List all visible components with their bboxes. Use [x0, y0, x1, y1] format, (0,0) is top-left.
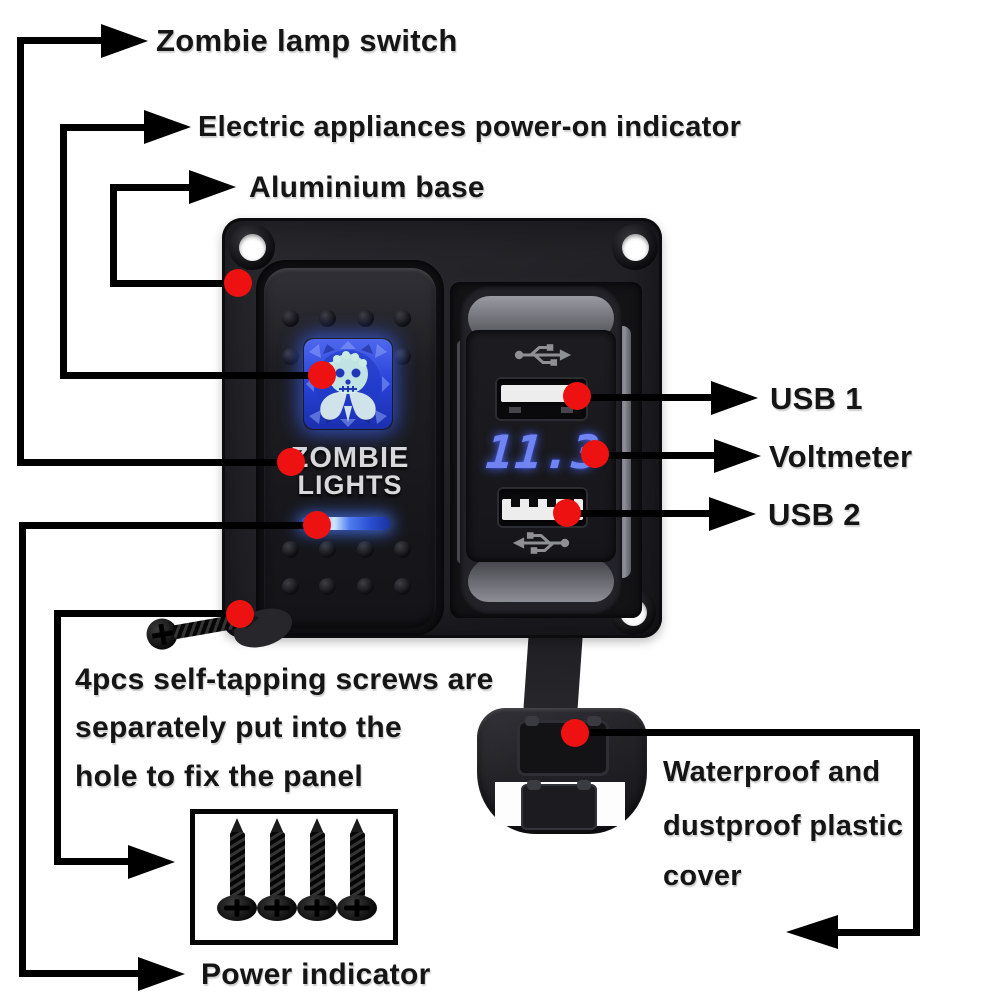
- grip-dot: [282, 578, 299, 595]
- callout-line: [60, 124, 146, 131]
- callout-label: Zombie lamp switch: [156, 23, 458, 58]
- grip-dot: [319, 578, 336, 595]
- grip-dot: [282, 310, 299, 327]
- grip-dot: [357, 578, 374, 595]
- cover-bump: [527, 780, 541, 790]
- screws-note-line1: 4pcs self-tapping screws are: [75, 663, 494, 696]
- switch-label-line1: ZOMBIE: [290, 442, 410, 474]
- callout-label: Electric appliances power-on indicator: [198, 111, 742, 143]
- callout-line: [558, 510, 711, 517]
- callout-line: [913, 729, 920, 936]
- callout-dot: [224, 269, 252, 297]
- arrow-right-icon: [128, 845, 175, 879]
- arrow-right-icon: [711, 381, 758, 415]
- screw-icon: [297, 818, 337, 936]
- waterproof-note-line3: cover: [663, 860, 742, 892]
- screws-note-line2: separately put into the: [75, 711, 402, 744]
- arrow-right-icon: [144, 110, 191, 144]
- usb-contact: [561, 407, 573, 413]
- arrow-right-icon: [189, 170, 236, 204]
- callout-line: [837, 929, 920, 936]
- usb-icon: [512, 340, 574, 370]
- callout-line: [110, 280, 238, 287]
- grip-dot: [357, 541, 374, 558]
- arrow-right-icon: [714, 439, 761, 473]
- waterproof-note-line2: dustproof plastic: [663, 810, 904, 842]
- switch-label-line2: LIGHTS: [297, 470, 403, 500]
- grip-dot: [282, 348, 299, 365]
- callout-line: [17, 37, 103, 44]
- mounting-hole: [622, 234, 649, 261]
- usb-port-tab: [501, 385, 582, 402]
- callout-line: [54, 858, 130, 865]
- cover-plug-bottom: [521, 780, 597, 830]
- grip-dot: [394, 310, 411, 327]
- cover-bump: [577, 780, 591, 790]
- arrow-left-icon: [786, 915, 838, 949]
- callout-dot: [581, 440, 609, 468]
- callout-line: [575, 729, 920, 736]
- callout-line: [19, 522, 26, 976]
- arrow-right-icon: [138, 957, 185, 991]
- callout-label: Aluminium base: [249, 171, 485, 204]
- callout-dot: [303, 511, 331, 539]
- switch-panel: ZOMBIE LIGHTS: [222, 218, 662, 638]
- callout-line: [54, 610, 240, 617]
- usb-module-recess: 11.3: [450, 282, 642, 618]
- screw-icon: [337, 818, 377, 936]
- callout-line: [54, 610, 61, 862]
- callout-label: Power indicator: [201, 958, 431, 991]
- arrow-right-icon: [101, 24, 148, 58]
- grip-dot: [319, 310, 336, 327]
- callout-line: [19, 970, 140, 977]
- screw-icon: [257, 818, 297, 936]
- screw-icon: [217, 818, 257, 936]
- cover-bump: [587, 716, 601, 726]
- grip-dot: [394, 578, 411, 595]
- rocker-switch-bezel: ZOMBIE LIGHTS: [256, 260, 444, 636]
- callout-line: [110, 184, 117, 287]
- callout-label: USB 1: [770, 381, 863, 416]
- usb-contact: [509, 407, 521, 413]
- arrow-right-icon: [709, 497, 756, 531]
- grip-dot: [394, 348, 411, 365]
- callout-line: [60, 124, 67, 379]
- callout-dot: [308, 361, 336, 389]
- callout-line: [17, 37, 24, 466]
- callout-label: Voltmeter: [769, 439, 913, 474]
- callout-dot: [277, 448, 305, 476]
- screws-note-line3: hole to fix the panel: [75, 760, 363, 793]
- callout-dot: [553, 499, 581, 527]
- mounting-hole: [239, 234, 266, 261]
- callout-line: [590, 452, 716, 459]
- switch-label: ZOMBIE LIGHTS: [264, 442, 436, 500]
- callout-line: [19, 522, 317, 529]
- callout-label: USB 2: [768, 497, 861, 532]
- callout-line: [110, 184, 191, 191]
- grip-dot: [357, 310, 374, 327]
- callout-dot: [563, 382, 591, 410]
- cover-bump: [525, 716, 539, 726]
- callout-dot: [561, 719, 589, 747]
- waterproof-note-line1: Waterproof and: [663, 756, 881, 788]
- callout-dot: [226, 600, 254, 628]
- usb-icon: [510, 528, 572, 558]
- screws-box: [190, 809, 398, 945]
- callout-line: [60, 372, 322, 379]
- waterproof-cover: [477, 708, 647, 834]
- callout-line: [570, 394, 713, 401]
- module-bottom-arc: [468, 554, 614, 602]
- grip-dot: [282, 541, 299, 558]
- callout-line: [17, 459, 291, 466]
- grip-dot: [319, 541, 336, 558]
- grip-dot: [394, 541, 411, 558]
